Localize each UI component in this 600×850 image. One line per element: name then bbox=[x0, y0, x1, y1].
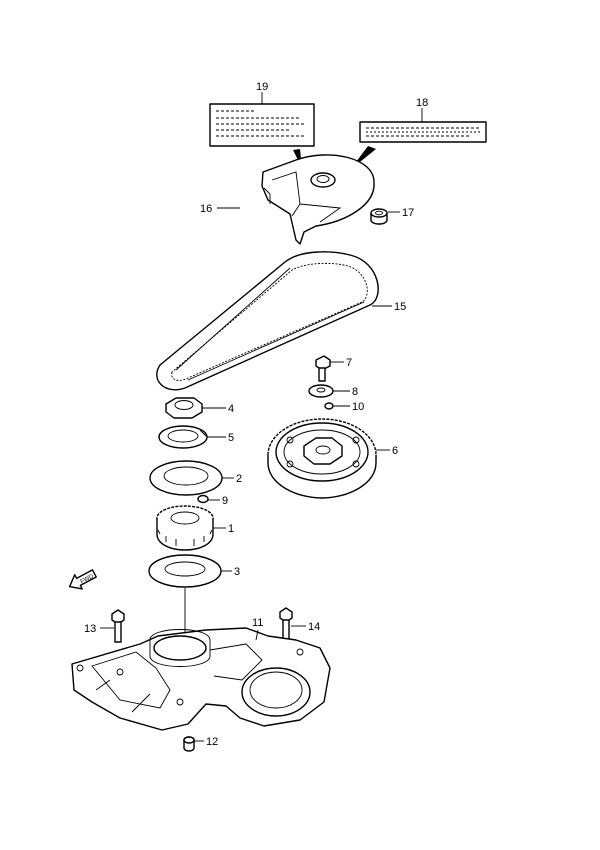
callout-9: 9 bbox=[222, 495, 228, 507]
bolt-14 bbox=[279, 607, 293, 643]
callout-8: 8 bbox=[352, 386, 358, 398]
callout-13: 13 bbox=[84, 623, 96, 635]
timing-belt-15 bbox=[156, 251, 379, 391]
callout-4: 4 bbox=[228, 403, 234, 415]
grommet-17 bbox=[370, 208, 388, 225]
key-9 bbox=[197, 494, 209, 504]
callout-7: 7 bbox=[346, 357, 352, 369]
callout-16: 16 bbox=[200, 203, 212, 215]
callout-2: 2 bbox=[236, 473, 242, 485]
callout-5: 5 bbox=[228, 432, 234, 444]
pin-10 bbox=[324, 402, 334, 410]
forward-arrow-icon: FWD bbox=[68, 569, 97, 590]
callout-11: 11 bbox=[252, 617, 263, 629]
callout-14: 14 bbox=[308, 621, 320, 633]
drive-pulley-1 bbox=[156, 505, 214, 551]
washer-8 bbox=[308, 384, 334, 398]
lock-washer-5 bbox=[158, 425, 208, 449]
bolt-13 bbox=[111, 609, 125, 643]
guide-plate-2 bbox=[149, 460, 223, 496]
leader-lines bbox=[100, 92, 423, 742]
belt-cover-16 bbox=[261, 154, 375, 245]
callout-3: 3 bbox=[234, 566, 240, 578]
callout-1: 1 bbox=[228, 523, 234, 535]
callout-6: 6 bbox=[392, 445, 398, 457]
bolt-7 bbox=[315, 355, 331, 382]
callout-12: 12 bbox=[206, 736, 218, 748]
dowel-pin-12 bbox=[183, 736, 195, 752]
callout-18: 18 bbox=[416, 97, 428, 109]
label-sticker-18 bbox=[359, 121, 487, 143]
callout-15: 15 bbox=[394, 301, 406, 313]
label-sticker-19 bbox=[209, 103, 315, 147]
nut-4 bbox=[165, 397, 203, 419]
callout-19: 19 bbox=[256, 81, 268, 93]
guide-plate-3 bbox=[148, 554, 222, 588]
callout-labels: 19 18 16 17 15 7 8 10 6 4 5 2 9 1 3 13 1… bbox=[84, 81, 428, 748]
driven-pulley-6 bbox=[267, 418, 377, 499]
bracket-plate-11 bbox=[71, 627, 331, 731]
callout-10: 10 bbox=[352, 401, 364, 413]
callout-17: 17 bbox=[402, 207, 414, 219]
